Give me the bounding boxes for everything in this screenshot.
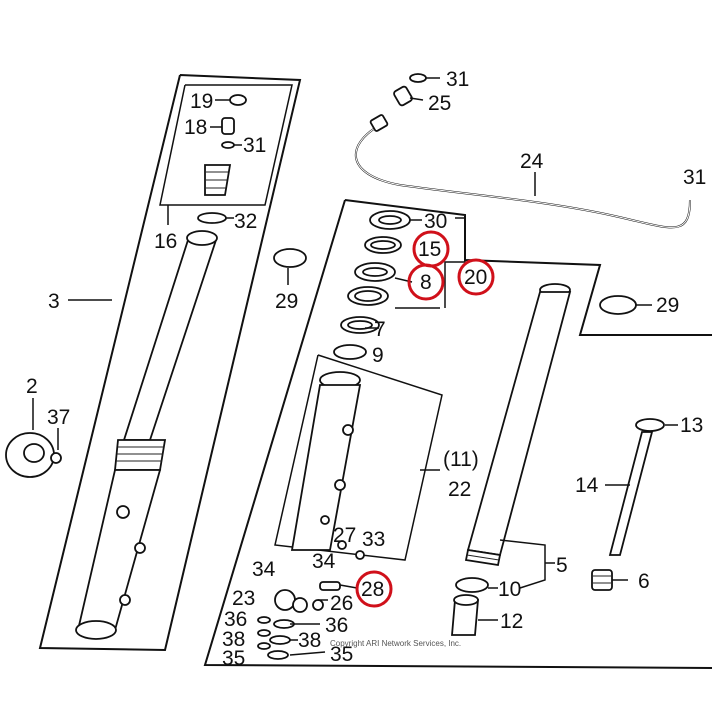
callout-23: 23 (232, 587, 255, 610)
fork-tube-5 (464, 283, 572, 589)
callout-37: 37 (47, 406, 70, 429)
o-ring-29a (273, 248, 307, 285)
callout-25: 25 (428, 92, 451, 115)
callout-34b: 34 (252, 558, 276, 581)
left-top-subbox (159, 84, 293, 206)
callout-30: 30 (424, 210, 447, 233)
brake-hose-24 (354, 114, 691, 229)
backup-ring (347, 286, 389, 306)
lower-leg-subbox (274, 354, 443, 561)
right-fork-frame (203, 199, 712, 669)
dust-seal-30 (369, 210, 422, 230)
cap-bolt-16 (167, 164, 232, 225)
callout-14: 14 (575, 474, 599, 497)
highlight-circle-8 (407, 263, 445, 301)
callout-24: 24 (520, 150, 544, 173)
callout-6: 6 (638, 570, 650, 593)
oil-seal-8 (354, 262, 413, 283)
callout-38b: 38 (298, 629, 321, 652)
callout-32: 32 (234, 210, 257, 233)
callout-31c: 31 (243, 134, 266, 157)
callout-22: 22 (448, 478, 471, 501)
banjo-bolt-25 (393, 85, 424, 107)
callout-2: 2 (26, 375, 38, 398)
lower-leg-22 (290, 371, 440, 551)
slider-bushing-7 (340, 316, 380, 334)
callout-36a: 36 (224, 608, 247, 631)
left-fork-tube (75, 230, 218, 640)
washer-31c (221, 141, 242, 149)
callout-9: 9 (372, 344, 384, 367)
callout-26: 26 (330, 592, 353, 615)
callout-7: 7 (374, 318, 386, 341)
o-ring-29b (599, 295, 652, 315)
callout-31a: 31 (446, 68, 469, 91)
highlight-circle-20 (457, 258, 495, 296)
callout-31b: 31 (683, 166, 706, 189)
callout-13: 13 (680, 414, 703, 437)
callout-8: 8 (420, 271, 432, 294)
callout-38a: 38 (222, 628, 245, 651)
o-ring-32 (197, 212, 234, 224)
bracket-20 (444, 261, 465, 308)
highlight-circle-28 (355, 570, 393, 608)
callout-34a: 34 (312, 550, 336, 573)
left-fork-frame (38, 74, 302, 652)
clip-15 (364, 236, 402, 254)
nut-37 (50, 428, 62, 464)
washer-31a (409, 73, 440, 83)
oil-lock-piece-12 (451, 594, 498, 636)
bolt-19 (215, 94, 247, 106)
reflector-2 (5, 398, 55, 478)
piston-10 (455, 577, 498, 593)
callout-15: 15 (418, 238, 441, 261)
callout-33: 33 (362, 528, 385, 551)
callout-29a: 29 (275, 290, 298, 313)
callout-35a: 35 (222, 647, 245, 670)
callout-27: 27 (333, 524, 356, 547)
valve-18 (210, 117, 235, 135)
bracket-30 (455, 217, 466, 262)
bushing-9 (333, 344, 367, 360)
callout-11: (11) (443, 448, 479, 471)
callout-3: 3 (48, 290, 60, 313)
callout-5: 5 (556, 554, 568, 577)
callout-36b: 36 (325, 614, 348, 637)
callout-18: 18 (184, 116, 207, 139)
callout-10: 10 (498, 578, 521, 601)
callout-16: 16 (154, 230, 177, 253)
caliper-bolts (257, 540, 365, 660)
callout-35b: 35 (330, 643, 353, 666)
callout-12: 12 (500, 610, 523, 633)
copyright-text: Copyright ARI Network Services, Inc. (330, 639, 461, 648)
callout-19: 19 (190, 90, 213, 113)
spring-6 (591, 569, 628, 591)
callout-29b: 29 (656, 294, 679, 317)
callout-28: 28 (361, 578, 384, 601)
callout-20: 20 (464, 266, 487, 289)
damper-rod-14 (605, 418, 678, 556)
